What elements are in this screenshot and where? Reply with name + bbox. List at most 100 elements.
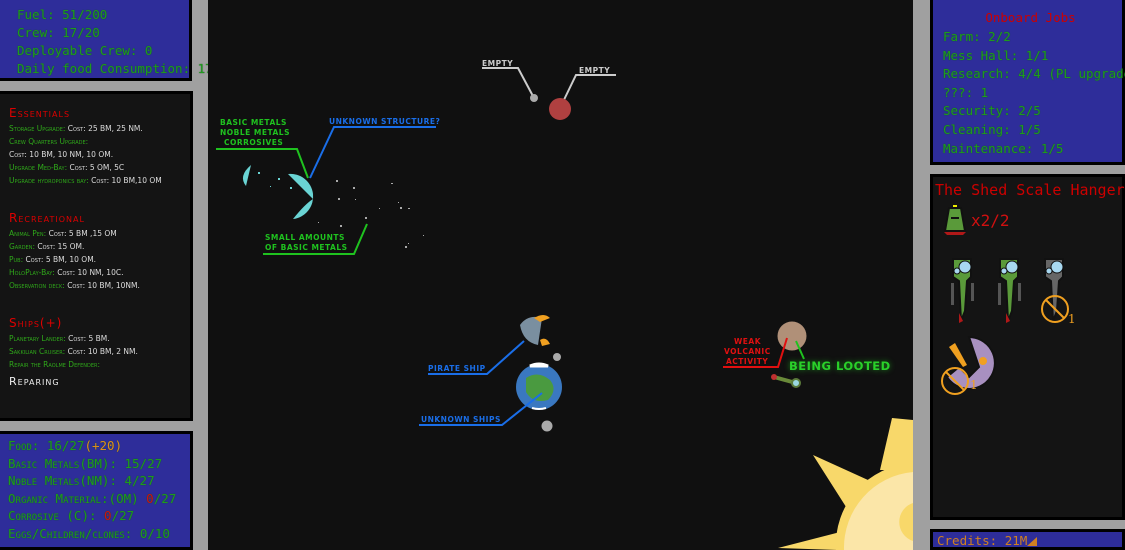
build-menu-panel: Essentials Storage Upgrade: Cost: 25 BM,… <box>0 91 193 421</box>
hangar-ships: 1 1 <box>941 258 1076 395</box>
looted-pointer <box>795 340 805 360</box>
build-item-name: Upgrade Med-Bay: <box>9 163 68 172</box>
empty-label-1: Empty <box>482 59 513 68</box>
organic-max: /27 <box>153 490 177 506</box>
build-item[interactable]: Animal Pen: Cost: 5 BM ,15 OM <box>9 227 190 240</box>
small-amounts-label-1: Small amounts <box>265 233 345 242</box>
build-item[interactable]: Upgrade hydroponics bay: Cost: 10 BM,10 … <box>9 174 190 187</box>
defender-icon-disabled[interactable] <box>941 335 996 395</box>
small-amounts-label-2: of basic metals <box>265 243 348 252</box>
build-item-cost: Cost: 10 BM,10 OM <box>88 176 162 185</box>
build-item-cost: Cost: 5 BM. <box>65 334 110 343</box>
build-item-cost: Cost: 25 BM, 25 NM. <box>65 124 143 133</box>
job-item[interactable]: Cleaning: 1/5 <box>943 121 1041 137</box>
build-item-name: Repair the Raolme Defender: <box>9 360 101 369</box>
build-item-cost: Cost: 10 BM, 10 NM, 10 OM. <box>9 150 114 159</box>
disabled-icon <box>1041 295 1069 323</box>
crew-stat: Crew: 17/20 <box>17 25 100 40</box>
job-item[interactable]: Mess Hall: 1/1 <box>943 47 1049 63</box>
build-item-name: Planetary Lander: <box>9 334 66 343</box>
volcanic-label-3: Activity <box>726 357 768 366</box>
looting-ship[interactable] <box>771 374 801 388</box>
build-item[interactable]: Planetary Lander: Cost: 5 BM. <box>9 332 190 345</box>
corrosive-max: /27 <box>111 508 135 523</box>
build-item[interactable]: Repair the Raolme Defender: <box>9 358 190 371</box>
debris-field <box>318 180 424 248</box>
lander-count: x2/2 <box>971 211 1010 230</box>
build-item-name: Pub: <box>9 255 24 264</box>
build-item-cost: Cost: 5 BM, 10 OM. <box>23 255 97 264</box>
credits-currency-icon <box>1027 537 1038 546</box>
food-stat: Food: 16/27(+20) <box>8 437 190 455</box>
resource-label-2: Noble Metals <box>220 128 290 137</box>
build-item[interactable]: HoloPlay-Bay: Cost: 10 NM, 10C. <box>9 266 190 279</box>
build-item[interactable]: Upgrade Med-Bay: Cost: 5 OM, 5C <box>9 161 190 174</box>
cruiser-icon-disabled[interactable] <box>1041 258 1069 323</box>
food-value: Food: 16/27 <box>8 438 85 453</box>
build-item[interactable]: Crew Quarters Upgrade: <box>9 135 190 148</box>
ships-heading[interactable]: Ships(+) <box>9 316 63 330</box>
structure-pointer <box>309 126 436 179</box>
unknown-ships-pointer <box>419 392 543 426</box>
job-item[interactable]: Security: 2/5 <box>943 103 1041 119</box>
star-map-canvas[interactable]: Empty Empty Basic Metals Noble Metals Co… <box>208 0 913 550</box>
build-item[interactable]: Pub: Cost: 5 BM, 10 OM. <box>9 253 190 266</box>
eggs-stat: Eggs/Children/clones: 0/10 <box>8 525 170 541</box>
build-item-name: HoloPlay-Bay: <box>9 268 55 277</box>
lander-row[interactable]: x2/2 <box>941 205 1010 237</box>
moon-2[interactable] <box>541 420 553 432</box>
build-item-name: Sakkilian Cruiser: <box>9 347 66 356</box>
earth-like-planet[interactable] <box>516 362 562 410</box>
volcanic-pointer <box>723 337 788 368</box>
empty-red-planet[interactable] <box>549 98 571 120</box>
credits-panel: Credits: 21M <box>930 529 1125 550</box>
unknown-ships-label: Unknown Ships <box>421 415 501 424</box>
cruiser-icon-2[interactable] <box>998 258 1021 323</box>
empty-label-2: Empty <box>579 66 610 75</box>
build-item-name: Storage Upgrade: <box>9 124 66 133</box>
daily-food-stat: Daily food Consumption: 17 <box>17 61 213 76</box>
moon-1[interactable] <box>553 353 561 361</box>
volcanic-label-2: Volcanic <box>724 347 771 356</box>
build-item[interactable]: Sakkilian Cruiser: Cost: 10 BM, 2 NM. <box>9 345 190 358</box>
resource-label-3: Corrosives <box>224 138 283 147</box>
job-item[interactable]: Farm: 2/2 <box>943 29 1011 44</box>
job-item[interactable]: ???: 1 <box>943 84 989 100</box>
sun[interactable] <box>778 418 913 550</box>
build-item-cost: Cost: 5 BM ,15 OM <box>46 229 117 238</box>
pirate-pointer <box>428 340 525 375</box>
build-item-cost: Cost: 15 OM. <box>34 242 85 251</box>
essentials-heading: Essentials <box>9 106 71 120</box>
empty-moon[interactable] <box>530 94 538 102</box>
resource-label-1: Basic Metals <box>220 118 287 127</box>
build-item[interactable]: Storage Upgrade: Cost: 25 BM, 25 NM. <box>9 122 190 135</box>
build-item-name: Upgrade hydroponics bay: <box>9 176 89 185</box>
ship-stats-panel: Fuel: 51/200 Crew: 17/20 Deployable Crew… <box>0 0 213 81</box>
build-item-name: Crew Quarters Upgrade: <box>9 137 89 146</box>
recreational-heading: Recreational <box>9 211 85 225</box>
noble-metals-stat: Noble Metals(NM): 4/27 <box>8 473 155 488</box>
build-item-name: Observation deck: <box>9 281 65 290</box>
volcanic-label-1: Weak <box>734 337 762 346</box>
food-bonus: (+20) <box>84 438 123 453</box>
repair-status: Reparing <box>9 375 60 388</box>
volcanic-planet[interactable] <box>777 321 807 351</box>
asteroid-field[interactable] <box>242 165 314 219</box>
build-item[interactable]: Observation deck: Cost: 10 BM, 10NM. <box>9 279 190 292</box>
corrosive-value: 0 <box>104 508 112 523</box>
build-item[interactable]: Cost: 10 BM, 10 NM, 10 OM. <box>9 148 190 161</box>
build-item[interactable]: Garden: Cost: 15 OM. <box>9 240 190 253</box>
organic-value: 0 <box>146 490 154 506</box>
disabled-defender-count: 1 <box>970 378 978 392</box>
job-item[interactable]: Research: 4/4 (PL upgrade) <box>943 66 1125 82</box>
pirate-ship[interactable] <box>520 315 550 346</box>
star-map[interactable]: Empty Empty Basic Metals Noble Metals Co… <box>208 0 913 550</box>
job-item[interactable]: Maintenance: 1/5 <box>943 140 1064 156</box>
hangar-title: The Shed Scale Hanger <box>935 181 1125 199</box>
cruiser-icon-1[interactable] <box>951 258 974 323</box>
being-looted-label: Being Looted <box>789 359 891 373</box>
fuel-stat: Fuel: 51/200 <box>17 7 108 22</box>
empty-pointer-1 <box>482 67 535 99</box>
jobs-title: Onboard Jobs <box>985 10 1076 25</box>
